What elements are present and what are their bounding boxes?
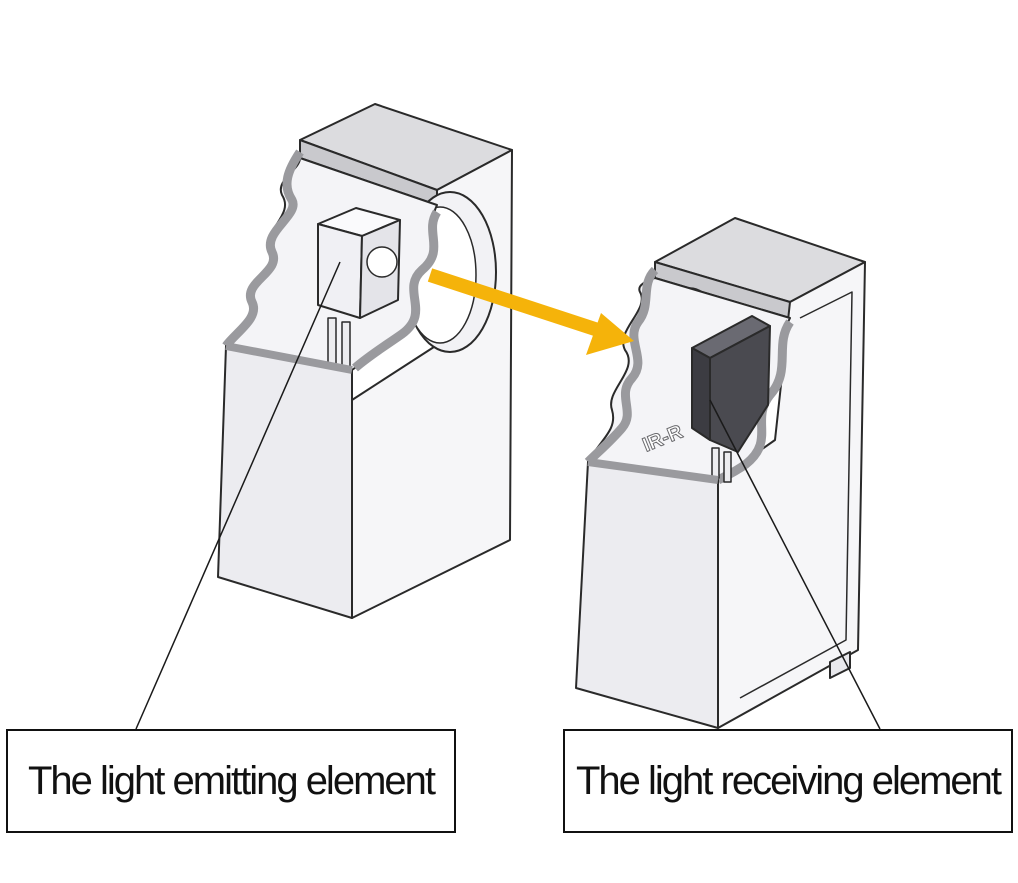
light-beam-arrow-shaft <box>427 268 601 337</box>
emitter-lead-1 <box>327 317 337 367</box>
receiver-photodiode-icon <box>709 325 771 453</box>
receiver-housing-foot <box>829 651 851 679</box>
light-beam-arrow <box>427 268 634 355</box>
emitter-leader-line <box>135 261 341 730</box>
emitter-lead-2 <box>341 321 351 371</box>
receiver-cutaway-edge-right <box>715 319 794 485</box>
receiver-lead-2 <box>723 451 732 483</box>
light-beam-arrow-head <box>586 313 634 355</box>
receiver-front-edge <box>587 458 719 484</box>
receiver-leader-line <box>709 399 881 730</box>
receiver-lead-1 <box>711 447 720 479</box>
receiver-housing: IR-R <box>575 217 866 729</box>
receiving-element-label: The light receiving element <box>563 729 1013 833</box>
receiver-side-frame <box>739 291 853 699</box>
emitter-housing <box>217 103 513 619</box>
emitter-front-edge <box>225 342 353 374</box>
emitter-cutaway-edge-right <box>352 209 441 372</box>
emitter-cutaway-edge <box>222 149 304 349</box>
emitter-body-front <box>317 223 363 319</box>
receiver-body-front <box>691 347 711 441</box>
receiver-cutaway-edge <box>584 266 659 466</box>
emitter-led-icon <box>366 246 398 278</box>
emitting-element-label: The light emitting element <box>6 729 456 833</box>
receiver-housing-front <box>575 461 719 729</box>
